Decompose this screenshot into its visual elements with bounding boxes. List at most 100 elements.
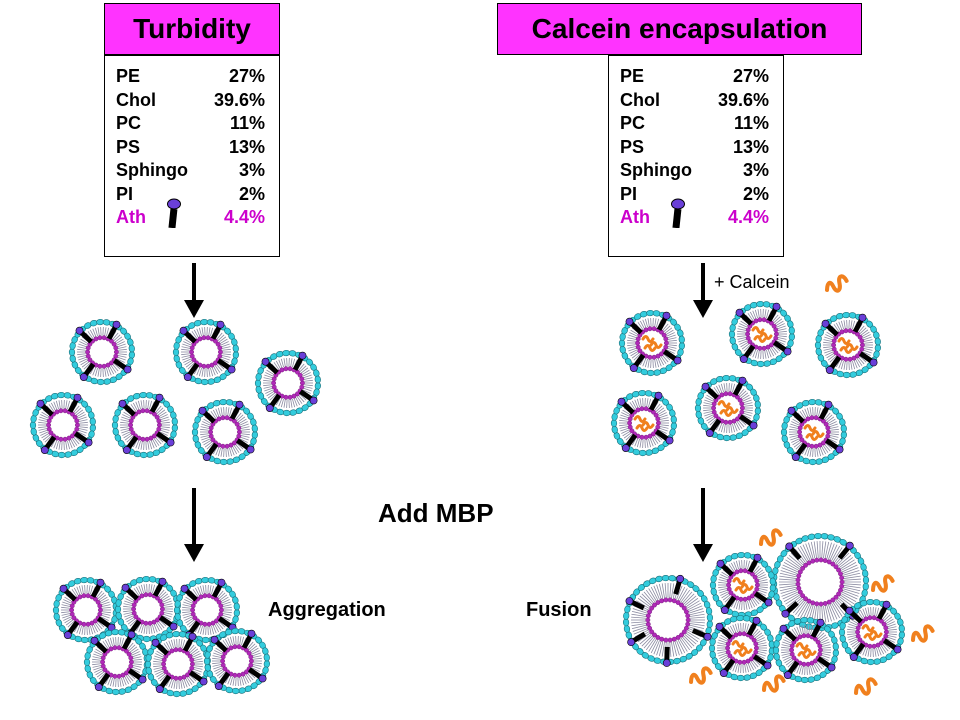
lipid-tail — [186, 619, 195, 626]
inner-lipid-head — [855, 629, 860, 635]
inner-lipid-head — [85, 349, 91, 355]
inner-lipid-head — [97, 363, 103, 369]
lipid-tail — [718, 384, 723, 393]
lipid-tail — [754, 595, 762, 603]
lipid-tail — [639, 595, 652, 606]
inner-lipid-head — [871, 643, 877, 649]
athenolide-head — [202, 453, 211, 461]
athenolide-head — [893, 645, 902, 654]
lipid-tail — [83, 362, 91, 370]
athenolide-tail — [90, 583, 102, 598]
lipid-tail — [719, 654, 728, 659]
lipid-tail — [755, 634, 764, 640]
athenolide-head — [752, 616, 761, 625]
lipid-tail — [150, 440, 155, 449]
lipid-tail — [128, 672, 136, 680]
inner-lipid-head — [220, 662, 226, 668]
lipid-tail — [801, 446, 807, 455]
lipid-tail — [752, 660, 759, 668]
lipid-tail — [215, 647, 224, 653]
lipid-tail — [735, 422, 741, 431]
inner-lipid-head — [206, 621, 212, 627]
inner-lipid-head — [271, 384, 277, 390]
athenolide-tail — [121, 635, 133, 650]
lipid-head — [808, 458, 817, 466]
lipid-percent: 3% — [742, 160, 769, 180]
inner-lipid-head — [209, 362, 215, 368]
lipid-tail — [247, 673, 254, 681]
inner-lipid-head — [287, 366, 293, 372]
lipid-tail — [39, 416, 48, 421]
lipid-head — [706, 613, 714, 622]
lipid-tail — [79, 426, 88, 429]
lipid-tail — [63, 616, 72, 621]
lipid-tail — [221, 346, 231, 349]
lipid-tail — [685, 632, 699, 643]
lipid-tail — [222, 640, 229, 648]
lipid-tail — [63, 599, 72, 604]
lipid-tail — [153, 667, 163, 670]
inner-lipid-head — [144, 408, 150, 414]
inner-lipid-head — [652, 602, 657, 608]
lipid-tail — [884, 616, 893, 623]
lipid-tail — [773, 344, 781, 352]
inner-lipid-head — [190, 611, 196, 617]
inner-lipid-head — [671, 636, 677, 642]
lipid-tail — [855, 359, 861, 368]
lipid-tail — [193, 329, 199, 338]
inner-lipid-head — [765, 344, 771, 350]
lipid-tail — [811, 665, 816, 674]
lipid-tail — [799, 602, 809, 619]
lipid-head — [832, 642, 839, 651]
lipid-tail — [764, 309, 767, 318]
athenolide-head — [845, 541, 854, 550]
lipid-tail — [861, 331, 870, 337]
lipid-tail — [132, 402, 138, 411]
lipid-tail — [283, 358, 286, 367]
lipid-tail — [94, 623, 101, 631]
lipid-tail — [863, 339, 873, 342]
calcein-cargo-icon — [633, 415, 655, 432]
calcein-molecule — [803, 648, 817, 656]
athenolide-tail — [705, 386, 719, 400]
inner-lipid-head — [753, 318, 759, 324]
lipid-tail — [239, 677, 242, 686]
lipid-tail — [87, 331, 94, 339]
lipid-head — [820, 533, 829, 540]
calcein-squiggle-icon — [870, 574, 895, 593]
lipid-tail — [162, 615, 171, 620]
lipid-head — [722, 434, 731, 442]
lipid-tail — [168, 640, 173, 649]
lipid-tail — [78, 429, 87, 434]
lipid-head — [814, 341, 822, 350]
lipid-tail — [779, 586, 797, 592]
empty-liposome-icon — [254, 349, 321, 417]
lipid-tail — [645, 637, 656, 651]
lipid-tail — [112, 637, 115, 646]
lipid-tail — [639, 439, 642, 448]
inner-lipid-head — [645, 613, 651, 619]
lipid-tail — [155, 653, 164, 658]
lipid-head — [788, 326, 795, 335]
lipid-tail — [841, 591, 858, 600]
athenolide-tail — [816, 656, 832, 669]
vesicle-lumen — [213, 420, 237, 444]
lipid-tail — [229, 676, 233, 686]
lipid-tail — [113, 334, 121, 342]
lipid-tail — [644, 358, 648, 368]
lipid-head — [678, 335, 685, 344]
lipid-tail — [719, 637, 728, 642]
athenolide-head — [627, 638, 636, 647]
lipid-tail — [89, 329, 95, 338]
lipid-tail — [121, 416, 130, 421]
lipid-tail — [817, 632, 825, 640]
lipid-tail — [851, 641, 860, 648]
athenolide-tail — [241, 634, 253, 649]
lipid-tail — [73, 437, 80, 445]
lipid-tail — [657, 409, 666, 415]
lipid-tail — [224, 638, 230, 647]
inner-lipid-head — [69, 611, 75, 617]
lipid-tail — [159, 591, 167, 599]
lipid-tail — [125, 615, 134, 620]
